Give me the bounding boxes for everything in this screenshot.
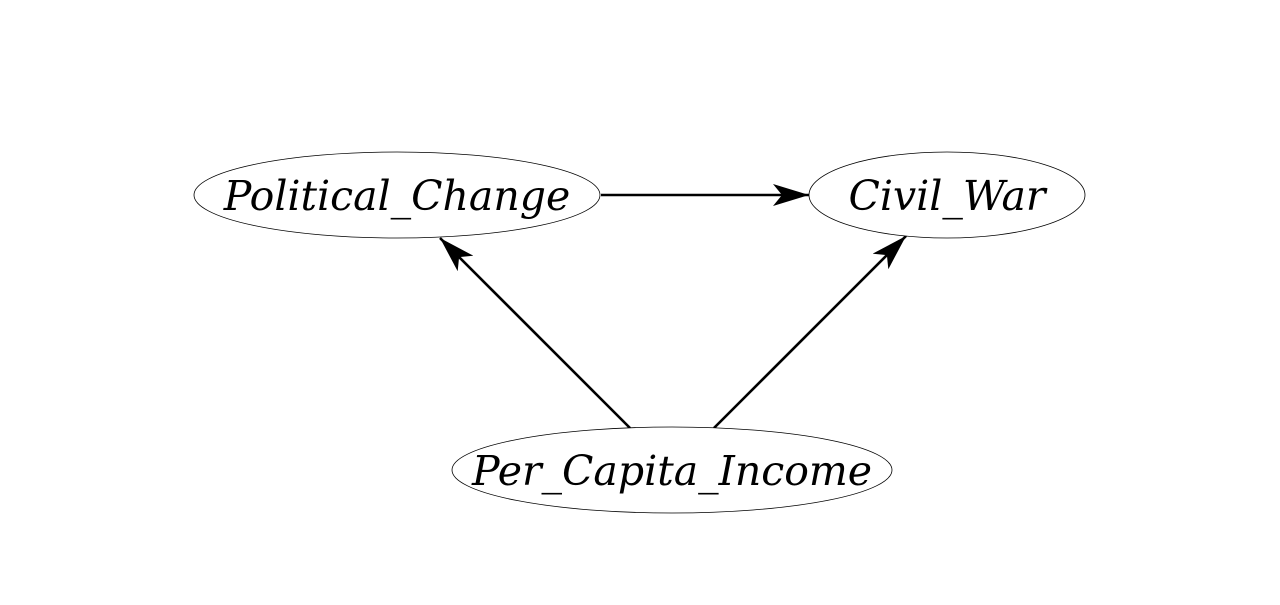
- node-political-change: Political_Change: [193, 151, 601, 239]
- node-per-capita-income-label: Per_Capita_Income: [471, 447, 872, 495]
- node-civil-war-ellipse: [808, 151, 1086, 239]
- edge-per-capita-income-to-political-change: [439, 237, 631, 429]
- node-political-change-ellipse: [193, 151, 601, 239]
- edge-per-capita-income-to-civil-war: [713, 235, 907, 429]
- node-per-capita-income-ellipse: [451, 426, 893, 514]
- edges-group: [439, 184, 907, 429]
- node-political-change-label: Political_Change: [223, 172, 571, 220]
- node-per-capita-income: Per_Capita_Income: [451, 426, 893, 514]
- node-civil-war: Civil_War: [808, 151, 1086, 239]
- node-civil-war-label: Civil_War: [849, 172, 1048, 220]
